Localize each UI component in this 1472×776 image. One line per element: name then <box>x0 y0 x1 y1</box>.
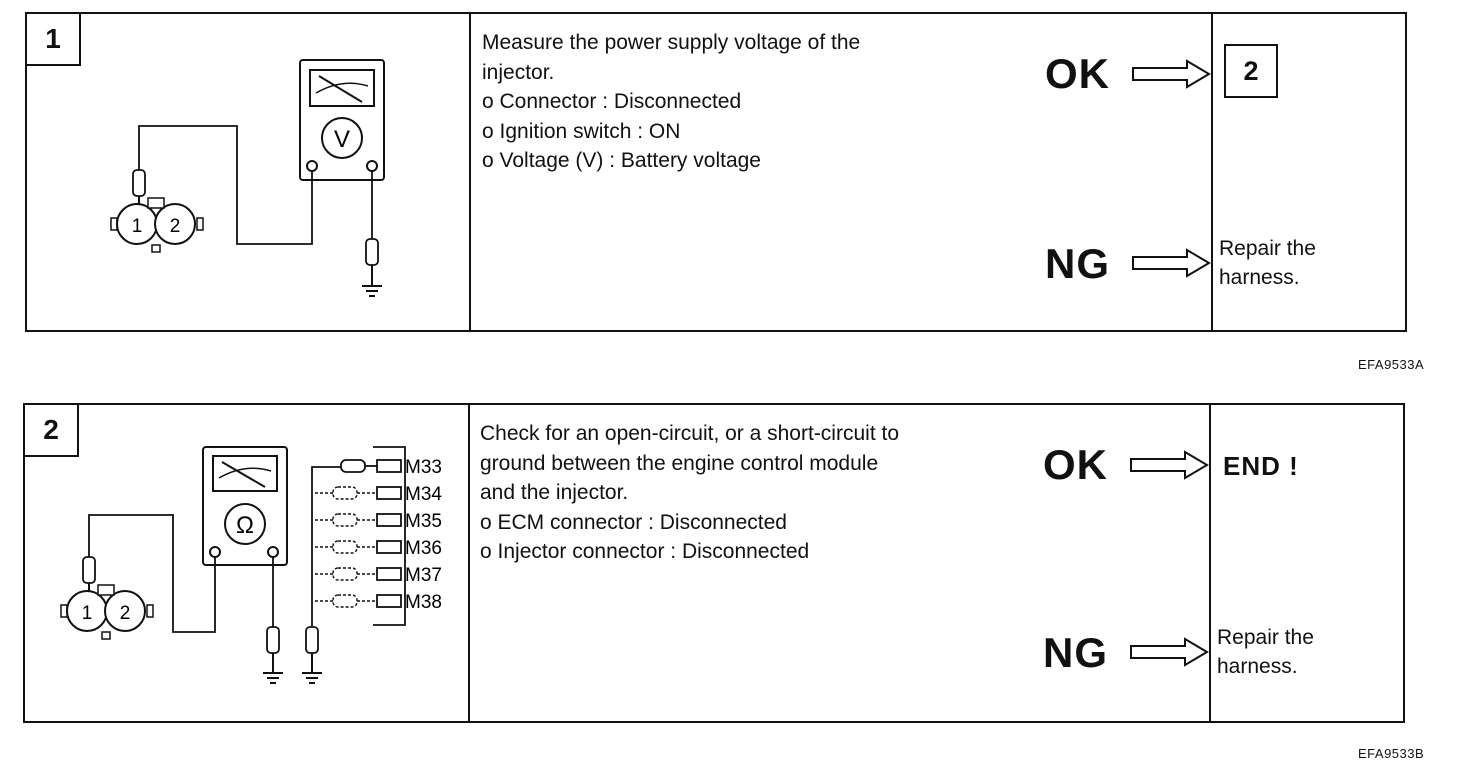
multimeter-icon <box>299 59 385 181</box>
right-arrow-icon <box>1130 450 1209 480</box>
test-probe-icon <box>305 626 319 673</box>
ecm-terminal-label: M38 <box>405 592 442 613</box>
connector-pin-1: 1 <box>132 216 143 237</box>
ok-label: OK <box>1043 441 1108 488</box>
connector-pin-2: 2 <box>170 216 181 237</box>
connector-pin-2: 2 <box>120 603 131 624</box>
column-divider <box>1209 405 1211 721</box>
repair-harness-text: Repair the harness. <box>1217 626 1314 678</box>
column-divider <box>468 405 470 721</box>
end-label: END ! <box>1223 451 1299 481</box>
meter-symbol: Ω <box>236 512 254 539</box>
step-number-badge: 2 <box>25 405 79 457</box>
step-1-panel: 1 V 1 2 <box>25 12 1407 332</box>
ecm-terminal-label: M37 <box>405 565 442 586</box>
ok-label: OK <box>1045 50 1110 97</box>
ground-symbol-icon <box>362 285 382 297</box>
right-arrow-icon <box>1130 637 1209 667</box>
ground-symbol-icon <box>263 672 283 684</box>
ecm-terminal-label: M34 <box>405 484 442 505</box>
multimeter-icon <box>202 446 288 566</box>
figure-code: EFA9533B <box>1358 746 1425 761</box>
right-arrow-icon <box>1132 59 1211 89</box>
ground-symbol-icon <box>302 672 322 684</box>
injector-connector-icon <box>60 584 154 640</box>
injector-connector-icon <box>110 197 204 253</box>
column-divider <box>1211 14 1213 330</box>
step-instructions: Measure the power supply voltage of the … <box>482 31 861 172</box>
connector-pin-1: 1 <box>82 603 93 624</box>
ecm-terminal-label: M35 <box>405 511 442 532</box>
step-number-badge: 1 <box>27 14 81 66</box>
repair-harness-text: Repair the harness. <box>1219 237 1316 289</box>
test-probe-icon <box>365 238 379 286</box>
ecm-terminal-label: M36 <box>405 538 442 559</box>
meter-symbol: V <box>334 126 350 153</box>
figure-code: EFA9533A <box>1358 357 1425 372</box>
step-2-panel: 2 Ω 1 2 <box>23 403 1405 723</box>
next-step-box: 2 <box>1224 44 1278 98</box>
ng-label: NG <box>1045 240 1110 287</box>
step-instructions: Check for an open-circuit, or a short-ci… <box>480 422 899 563</box>
column-divider <box>469 14 471 330</box>
resistance-test-diagram: Ω 1 2 <box>60 446 442 684</box>
ecm-connector-icon <box>315 446 406 626</box>
right-arrow-icon <box>1132 248 1211 278</box>
test-probe-icon <box>266 626 280 673</box>
ecm-terminal-label: M33 <box>405 457 442 478</box>
voltage-test-diagram: V 1 2 <box>110 59 385 297</box>
ng-label: NG <box>1043 629 1108 676</box>
